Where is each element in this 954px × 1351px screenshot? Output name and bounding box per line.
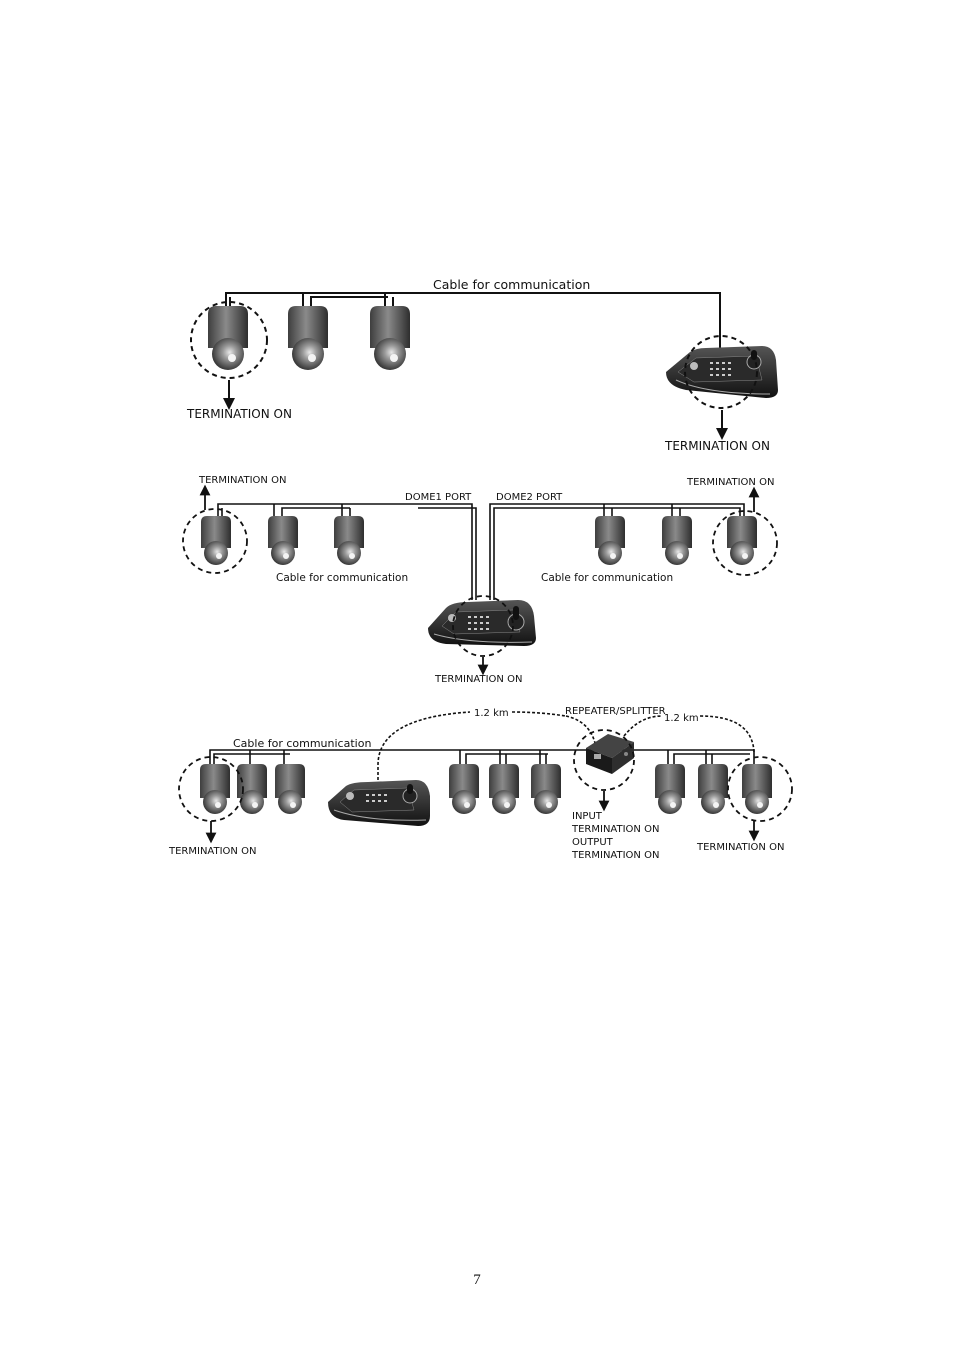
dome-camera — [237, 764, 267, 814]
diagram-3: 1.2 km REPEATER/SPLITTER 1.2 km Cable fo… — [168, 706, 793, 861]
termination-label: TERMINATION ON — [186, 407, 292, 421]
termination-label: TERMINATION ON — [198, 475, 286, 486]
termination-label: TERMINATION ON — [696, 842, 784, 853]
dome-camera — [662, 516, 692, 565]
distance-label-left: 1.2 km — [474, 708, 509, 719]
dome-camera — [449, 764, 479, 814]
termination-circle — [178, 756, 244, 822]
dome-camera — [288, 306, 328, 370]
dome-camera — [531, 764, 561, 814]
cable-label-right: Cable for communication — [541, 572, 673, 584]
page-number: 7 — [473, 1272, 481, 1288]
distance-label-right: 1.2 km — [664, 713, 699, 724]
termination-label: TERMINATION ON — [434, 674, 522, 685]
termination-circle — [452, 595, 514, 657]
repeater-label: REPEATER/SPLITTER — [565, 706, 666, 717]
dome-camera — [742, 764, 772, 814]
dome-camera — [489, 764, 519, 814]
termination-label: TERMINATION ON — [686, 477, 774, 488]
termination-circle — [684, 335, 758, 409]
repeater-input-label: INPUT — [572, 811, 603, 822]
control-keyboard — [666, 346, 778, 398]
dome1-port-label: DOME1 PORT — [405, 492, 472, 503]
repeater-input-termination: TERMINATION ON — [571, 824, 659, 835]
repeater-output-termination: TERMINATION ON — [571, 850, 659, 861]
termination-circle — [727, 756, 793, 822]
dome-camera — [200, 764, 230, 814]
repeater-output-label: OUTPUT — [572, 837, 614, 848]
control-keyboard — [328, 780, 430, 826]
dome-camera — [698, 764, 728, 814]
cable-label-left: Cable for communication — [276, 572, 408, 584]
termination-circle — [182, 508, 248, 574]
dome-camera — [655, 764, 685, 814]
cable-bus — [209, 749, 755, 764]
dome-camera — [370, 306, 410, 370]
dome-camera — [595, 516, 625, 565]
termination-circle — [190, 301, 268, 379]
dome2-port-label: DOME2 PORT — [496, 492, 563, 503]
dome-camera — [275, 764, 305, 814]
dome-camera — [727, 516, 757, 565]
diagram-2: DOME1 PORT DOME2 PORT — [182, 475, 778, 685]
cable-bus — [225, 292, 721, 350]
cable-label: Cable for communication — [233, 737, 371, 750]
diagram-1: Cable for communication TERMINATION ON — [186, 277, 778, 453]
termination-circle — [712, 510, 778, 576]
termination-label: TERMINATION ON — [664, 439, 770, 453]
dome-camera — [268, 516, 298, 565]
termination-circle — [573, 729, 635, 791]
dome-camera — [208, 306, 248, 370]
repeater-splitter — [586, 734, 634, 774]
dome-camera — [334, 516, 364, 565]
control-keyboard — [428, 600, 536, 646]
cable-label: Cable for communication — [433, 277, 590, 292]
termination-label: TERMINATION ON — [168, 846, 256, 857]
dome-camera — [201, 516, 231, 565]
